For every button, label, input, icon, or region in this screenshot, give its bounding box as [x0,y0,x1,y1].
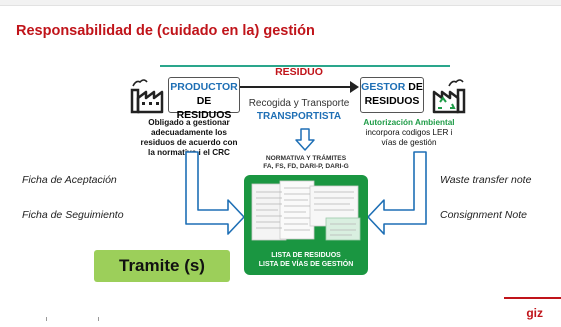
productor-label-box: PRODUCTOR DE RESIDUOS [168,77,240,121]
gestor-line1a: GESTOR [361,81,406,93]
gestor-line1b: DE [405,81,423,93]
productor-desc-line: Obligado a gestionar [148,118,230,127]
footer-tick [46,317,47,321]
normativa-line2: FA, FS, FD, DARI-P, DARI-G [263,163,349,170]
right-bent-arrow [367,151,427,235]
ficha-aceptacion-label: Ficha de Aceptación [22,174,117,186]
normativa-line1: NORMATIVA Y TRÁMITES [265,155,347,162]
residuo-arrow [240,81,359,93]
teal-line-left [160,65,250,67]
gestor-description: Autorización Ambiental incorpora codigos… [350,118,468,148]
gestor-desc-line: incorpora codigos LER i [365,128,453,137]
teal-line-center [250,65,368,67]
list-label-residuos: LISTA DE RESIDUOS [271,252,341,259]
normativa-text: NORMATIVA Y TRÁMITES FA, FS, FD, DARI-P,… [244,155,368,171]
productor-desc-line: adecuadamente los [151,128,227,137]
slide-title: Responsabilidad de (cuidado en la) gesti… [16,23,315,39]
gestor-line2: RESIDUOS [364,95,420,107]
left-bent-arrow [185,151,245,235]
productor-line2: DE RESIDUOS [176,95,232,121]
waste-transfer-note-label: Waste transfer note [440,174,532,186]
down-arrow-icon [295,128,315,151]
list-label-vias: LISTA DE VÍAS DE GESTIÓN [258,261,354,268]
gestor-auth: Autorización Ambiental [363,118,455,127]
factory-icon [130,79,164,114]
document-forms-image [251,180,361,241]
gestor-label-box: GESTOR DE RESIDUOS [360,77,424,113]
list-labels: LISTA DE RESIDUOS LISTA DE VÍAS DE GESTI… [244,251,368,269]
footer-tick [98,317,99,321]
productor-line1: PRODUCTOR [170,81,238,93]
transportista-label: TRANSPORTISTA [256,111,342,122]
top-bar [0,0,561,6]
teal-line-right [368,65,450,67]
giz-logo: giz [526,306,543,320]
consignment-note-label: Consignment Note [440,209,527,221]
brand-line [504,297,561,299]
tramite-badge: Tramite (s) [94,250,230,282]
transport-label: Recogida y Transporte [248,98,350,109]
recycling-factory-icon [432,79,466,114]
productor-desc-line: residuos de acuerdo con [140,138,238,147]
gestor-desc-line: vías de gestión [381,138,437,147]
ficha-seguimiento-label: Ficha de Seguimiento [22,209,124,221]
residuo-label: RESIDUO [275,66,323,78]
